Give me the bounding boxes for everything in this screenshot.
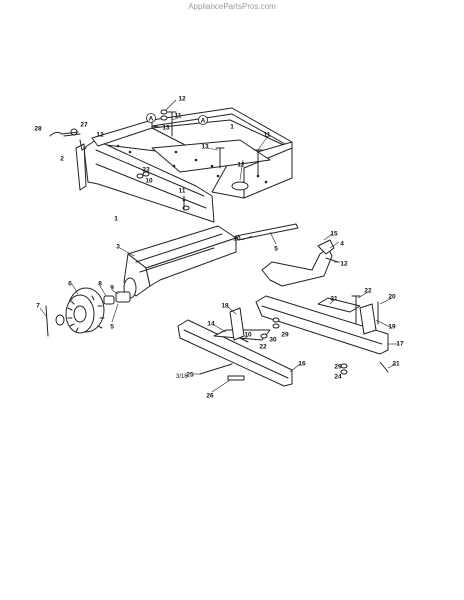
tow-bar (261, 239, 339, 287)
mount-brackets (229, 303, 377, 341)
ref-circle-a1 (146, 113, 156, 123)
callout-8: 8 (98, 280, 102, 287)
callout-a: A (149, 115, 154, 122)
callout-5: 5 (274, 245, 278, 252)
callout-21: 21 (392, 360, 400, 367)
callout-12: 12 (178, 95, 186, 102)
callout-10: 10 (233, 235, 241, 242)
ref-circle-a2 (198, 115, 208, 125)
bolts-lower (239, 295, 389, 375)
callout-9: 9 (110, 284, 114, 291)
callout-1: 1 (114, 215, 118, 222)
callout-31: 31 (330, 295, 338, 302)
callout-12: 12 (237, 161, 245, 168)
callout-11: 11 (264, 131, 271, 138)
callout-19: 19 (388, 323, 396, 330)
callout-22: 22 (259, 343, 267, 350)
callout-27: 27 (80, 121, 88, 128)
callout-10: 10 (244, 331, 252, 338)
callout-23: 23 (142, 166, 150, 173)
callout-12: 12 (96, 131, 104, 138)
leader-lines (39, 99, 398, 393)
callout-24: 24 (334, 373, 342, 380)
callout-28: 28 (34, 125, 42, 132)
callout-26: 26 (206, 392, 214, 399)
callout-1: 1 (230, 123, 234, 130)
callout-5: 5 (110, 323, 114, 330)
callout-20: 20 (388, 293, 396, 300)
diagram-code: 3/16 (176, 374, 188, 380)
bolts-top (136, 109, 263, 211)
callout-7: 7 (36, 302, 40, 309)
callout-13: 13 (162, 124, 170, 131)
callout-4: 4 (340, 240, 344, 247)
callout-10: 10 (145, 177, 153, 184)
axle-rod (235, 223, 299, 241)
callout-17: 17 (396, 340, 404, 347)
handle-bracket (75, 139, 87, 191)
callout-29: 29 (334, 363, 342, 370)
callout-6: 6 (68, 280, 72, 287)
callout-12: 12 (340, 260, 348, 267)
callout-15: 15 (330, 230, 338, 237)
callout-25: 25 (186, 371, 194, 378)
callout-13: 13 (201, 143, 209, 150)
callout-16: 16 (298, 360, 306, 367)
callout-11: 11 (179, 187, 186, 194)
frame-rails (177, 295, 389, 387)
axle-spacers (103, 291, 131, 305)
callout-2: 2 (60, 155, 64, 162)
callout-29: 29 (281, 331, 289, 338)
hitch-pin (49, 128, 81, 137)
dump-bed (83, 107, 293, 223)
callout-11: 11 (175, 112, 182, 119)
watermark: AppliancePartsPros.com (188, 2, 276, 11)
axle-housing (123, 225, 237, 299)
callout-a: A (201, 117, 206, 124)
wheel (45, 287, 105, 337)
callout-18: 18 (221, 302, 229, 309)
callout-3: 3 (116, 243, 120, 250)
callout-22: 22 (364, 287, 372, 294)
callout-14: 14 (207, 320, 215, 327)
pins (199, 363, 245, 381)
callout-30: 30 (269, 336, 277, 343)
